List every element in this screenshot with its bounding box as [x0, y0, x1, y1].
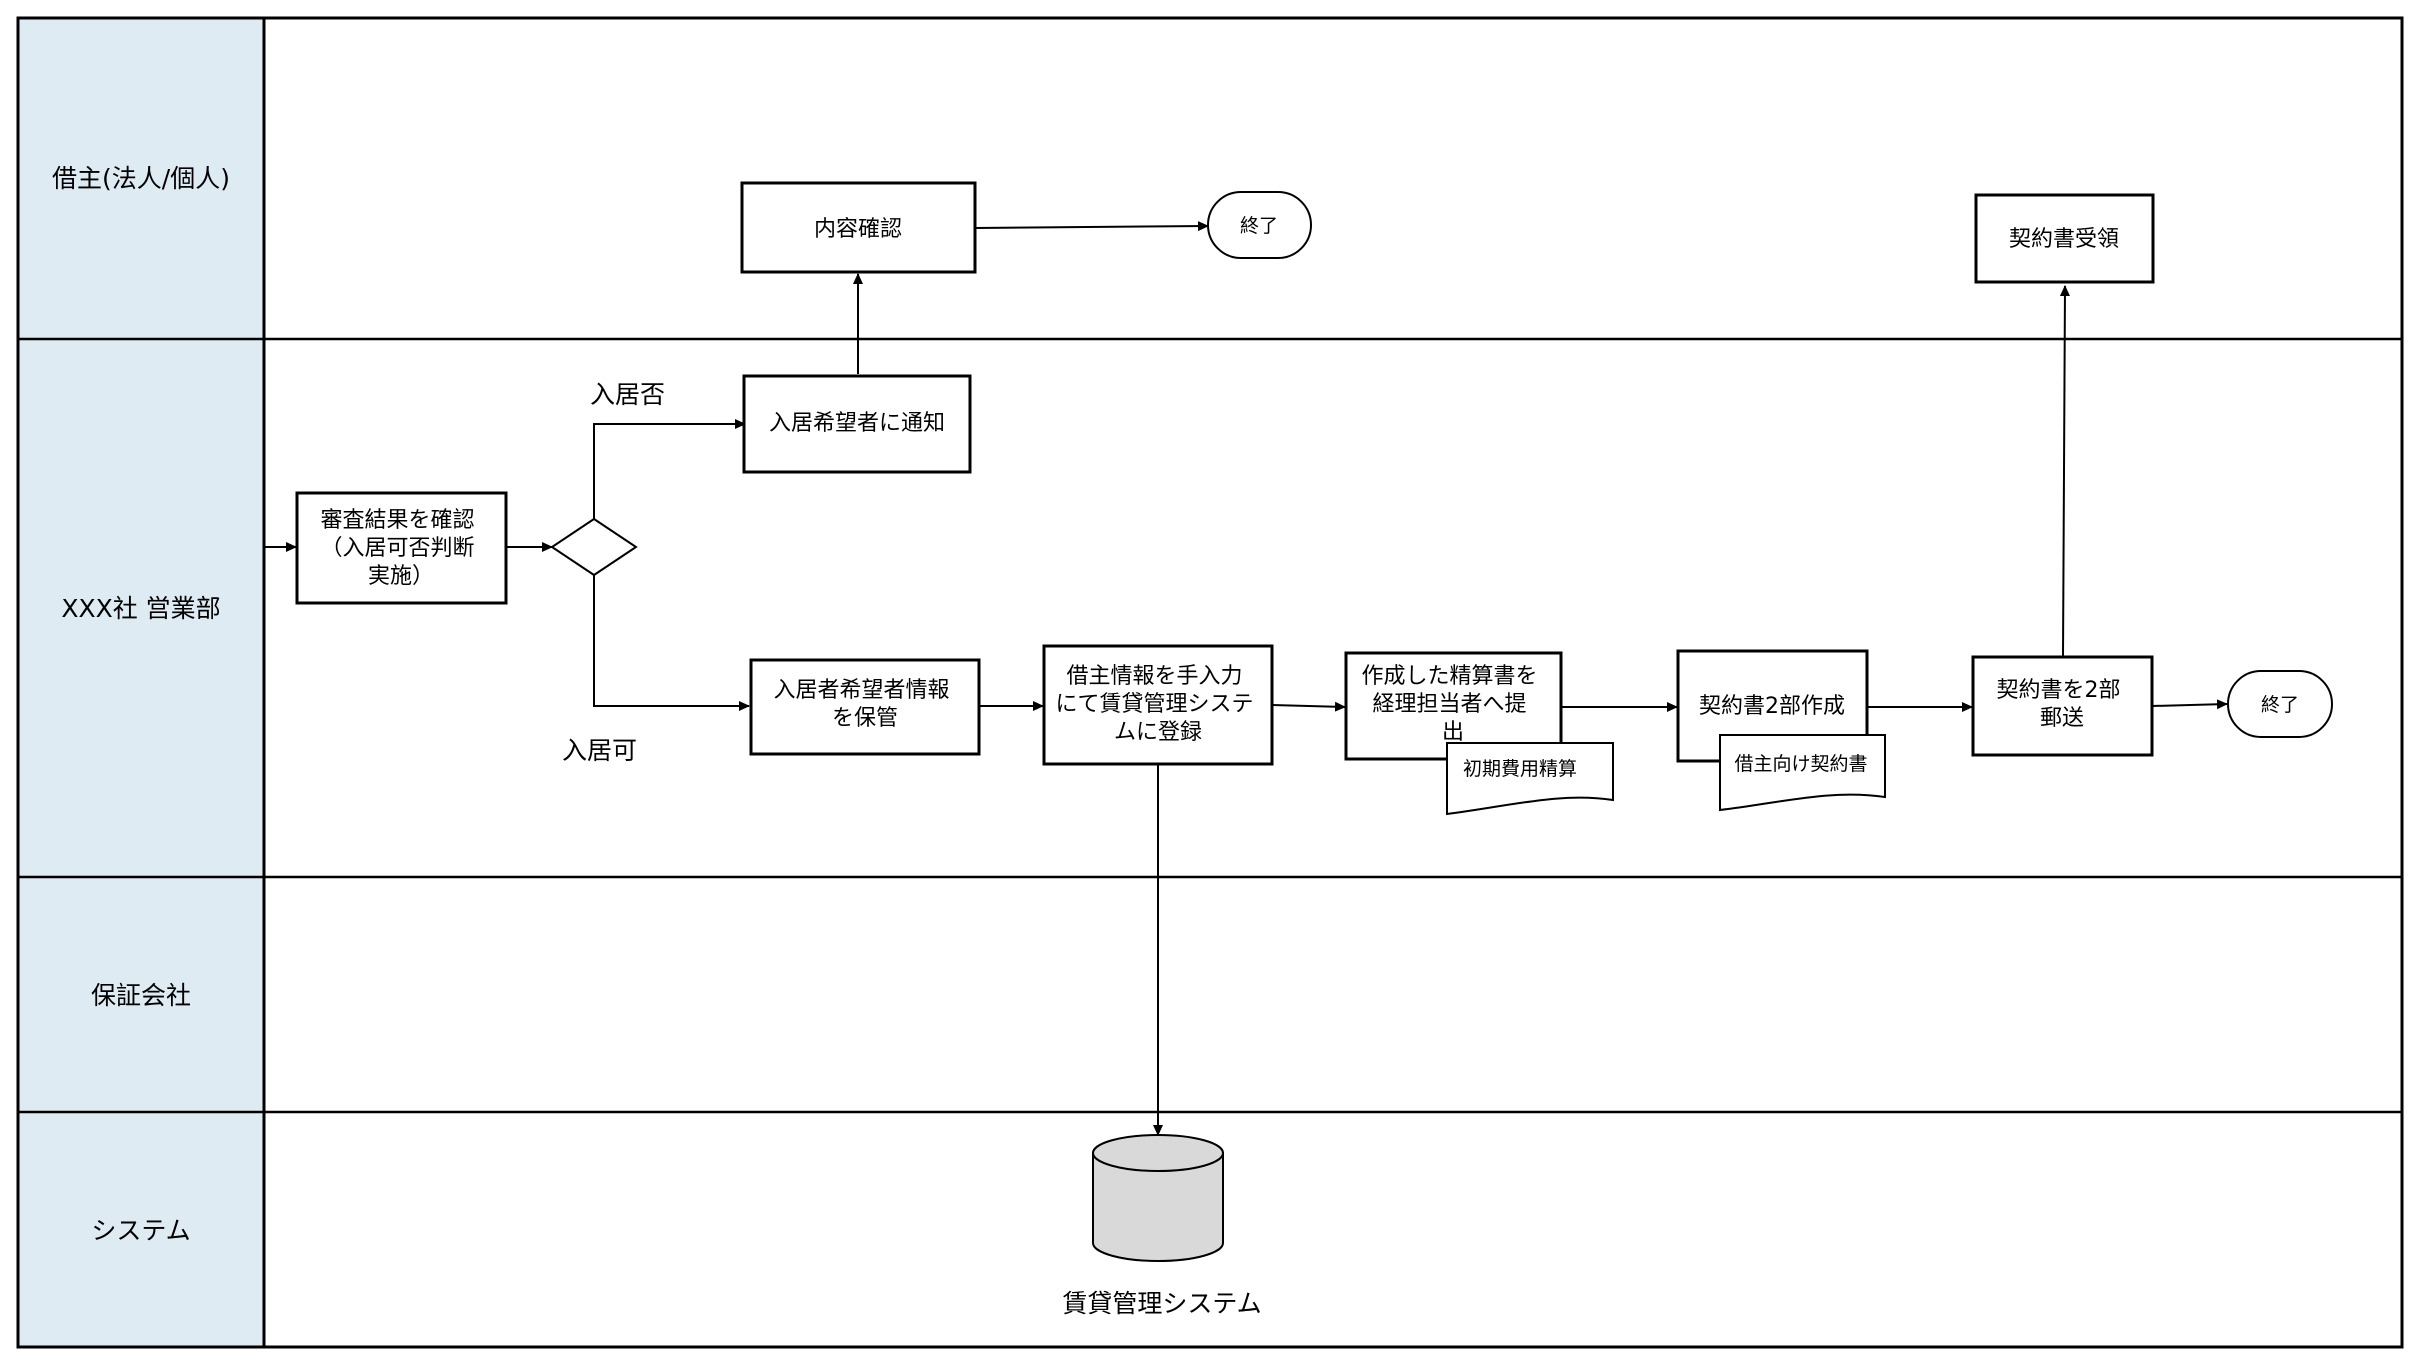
review-result-box	[295, 491, 508, 605]
diagram-frame	[16, 16, 2404, 1349]
branch-label-approve: 入居可	[562, 736, 637, 765]
lane-label-system: システム	[91, 1216, 190, 1245]
arrow-mail-to-receive	[2059, 285, 2070, 657]
submit-statement-label: 作成した精算書を 経理担当者へ提 出	[1361, 664, 1544, 745]
database-label: 賃貸管理システム	[1062, 1289, 1261, 1318]
lane-header-system	[18, 1112, 264, 1347]
content-check-box	[740, 181, 977, 274]
arrow-mail-to-end	[2151, 699, 2228, 710]
end-label-borrower: 終了	[1240, 215, 1278, 237]
lane-header-borrower	[18, 18, 264, 339]
end-terminator-sales	[2227, 670, 2333, 738]
contract-receive-label: 契約書受領	[2009, 227, 2119, 252]
arrow-register-to-submit	[1271, 701, 1346, 712]
lane-header-sales	[18, 339, 264, 877]
borrower-contract-document-label: 借主向け契約書	[1734, 753, 1867, 775]
arrow-decision-to-store	[593, 575, 750, 711]
mail-contract-label: 契約書を2部 郵送	[1997, 678, 2128, 731]
end-label-sales: 終了	[2261, 694, 2299, 716]
lane-header-guarantor	[18, 877, 264, 1112]
review-result-label: 審査結果を確認 （入居可否判断 実施）	[320, 508, 481, 589]
initial-cost-document-label: 初期費用精算	[1463, 758, 1577, 780]
store-applicant-info-label: 入居者希望者情報 を保管	[773, 678, 956, 731]
database-icon	[1092, 1134, 1224, 1262]
branch-label-reject: 入居否	[590, 380, 665, 409]
notify-applicant-box	[742, 374, 972, 474]
borrower-contract-document	[1719, 734, 1886, 812]
decision-diamond	[550, 517, 638, 577]
initial-cost-document	[1446, 742, 1614, 816]
store-applicant-info-box	[749, 658, 981, 756]
notify-applicant-label: 入居希望者に通知	[769, 411, 945, 436]
lane-label-sales: XXX社 営業部	[61, 594, 220, 623]
content-check-label: 内容確認	[814, 217, 902, 242]
arrow-check-to-end	[974, 221, 1209, 232]
lane-label-borrower: 借主(法人/個人)	[52, 164, 230, 193]
register-system-label: 借主情報を手入力 にて賃貸管理システ ムに登録	[1055, 664, 1260, 745]
register-system-box	[1042, 644, 1274, 766]
contract-receive-box	[1974, 193, 2155, 284]
lane-label-guarantor: 保証会社	[91, 981, 191, 1010]
end-terminator-borrower	[1207, 191, 1312, 259]
connectors	[264, 221, 2228, 1136]
arrow-decision-to-notify	[593, 419, 746, 519]
create-contract-label: 契約書2部作成	[1699, 694, 1845, 719]
mail-contract-box	[1971, 655, 2154, 757]
